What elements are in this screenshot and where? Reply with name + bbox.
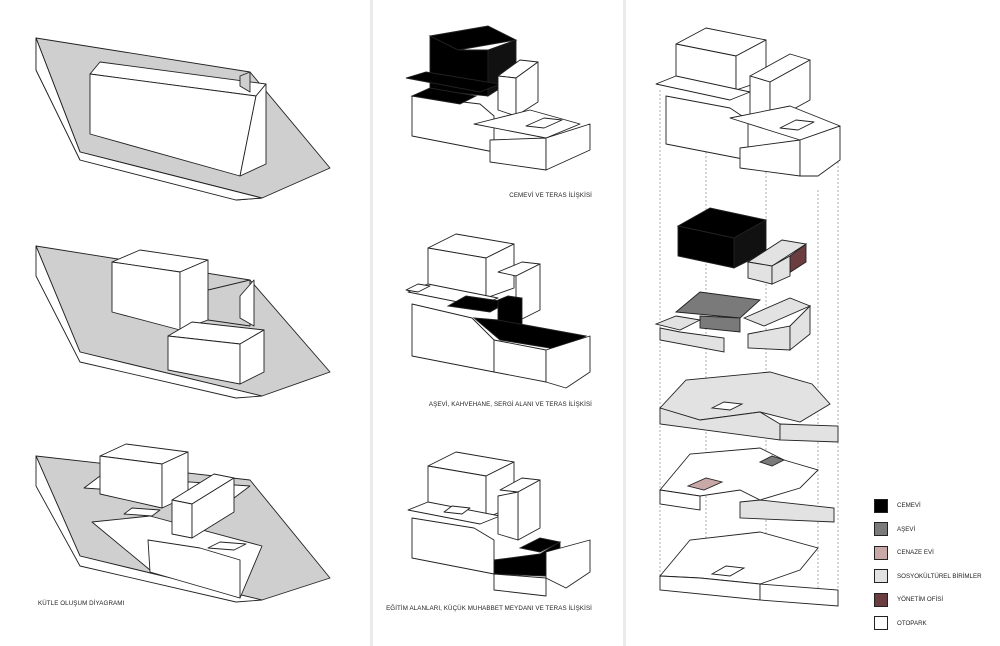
legend-swatch bbox=[874, 522, 888, 537]
legend-swatch bbox=[874, 498, 888, 513]
cemevi-terrace-drawing bbox=[405, 25, 591, 171]
legend-label: OTOPARK bbox=[897, 619, 927, 627]
legend-label: YÖNETİM OFİSİ bbox=[897, 596, 944, 604]
exploded-axonometric bbox=[654, 27, 841, 607]
legend-item-cenaze-evi: CENAZE EVİ bbox=[874, 541, 982, 565]
asevi-terrace-caption: AŞEVİ, KAHVEHANE, SERGİ ALANI VE TERAS İ… bbox=[428, 401, 592, 408]
education-terrace-drawing bbox=[407, 451, 591, 597]
legend-label: CENAZE EVİ bbox=[897, 549, 934, 557]
legend-label: SOSYOKÜLTÜREL BİRİMLER bbox=[897, 572, 982, 580]
legend-label: CEMEVİ bbox=[897, 502, 921, 510]
legend-label: AŞEVİ bbox=[897, 525, 916, 533]
legend-swatch bbox=[874, 545, 888, 560]
panel-divider bbox=[623, 0, 626, 646]
cemevi-terrace-caption: CEMEVİ VE TERAS İLİŞKİSİ bbox=[509, 192, 592, 199]
massing-step-3 bbox=[35, 443, 331, 603]
legend-item-sosyokulturel: SOSYOKÜLTÜREL BİRİMLER bbox=[874, 565, 982, 589]
legend-swatch bbox=[874, 616, 888, 631]
legend: CEMEVİ AŞEVİ CENAZE EVİ SOSYOKÜLTÜREL Bİ… bbox=[874, 494, 982, 635]
legend-swatch bbox=[874, 592, 888, 607]
massing-step-2 bbox=[35, 245, 331, 399]
asevi-terrace-drawing bbox=[405, 233, 591, 389]
panel-divider bbox=[370, 0, 373, 646]
legend-item-yonetim-ofisi: YÖNETİM OFİSİ bbox=[874, 588, 982, 612]
massing-step-1 bbox=[35, 37, 331, 201]
legend-item-asevi: AŞEVİ bbox=[874, 518, 982, 542]
legend-item-cemevi: CEMEVİ bbox=[874, 494, 982, 518]
education-terrace-caption: EĞİTİM ALANLARI, KÜÇÜK MUHABBET MEYDANI … bbox=[386, 605, 592, 612]
legend-swatch bbox=[874, 569, 888, 584]
massing-caption: KÜTLE OLUŞUM DİYAGRAMI bbox=[38, 600, 125, 607]
legend-item-otopark: OTOPARK bbox=[874, 612, 982, 636]
